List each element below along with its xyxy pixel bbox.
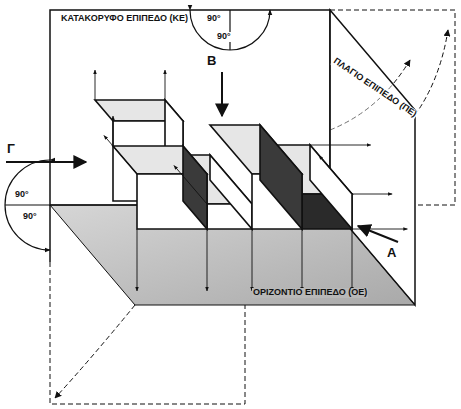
angle-label: 90°	[14, 190, 30, 200]
view-letter: Β	[206, 54, 217, 68]
projection-line	[319, 156, 352, 195]
projection-line	[95, 70, 96, 100]
projection-lines	[95, 70, 407, 291]
projection-line	[302, 229, 303, 291]
projected-object	[95, 100, 352, 229]
plane-edge	[49, 205, 51, 262]
plane-name: ΠΛΑΓΙΟ ΕΠΙΠΕΔΟ (ΠΕ)	[330, 56, 419, 120]
object-face	[260, 125, 302, 229]
projection-line	[113, 116, 114, 146]
projection-line	[352, 194, 392, 195]
unfolded-plane-outline	[50, 10, 455, 404]
angle-label: 90°	[216, 32, 232, 42]
object-face	[183, 146, 207, 229]
object-face	[310, 145, 352, 229]
projection-line	[310, 145, 371, 146]
view-letter: Γ	[6, 142, 16, 156]
plane-name: ΚΑΤΑΚΟΡΥΦΟ ΕΠΙΠΕΔΟ (ΚΕ)	[60, 14, 189, 24]
plane-name: ΟΡΙΖΟΝΤΙΟ ΕΠΙΠΕΔΟ (ΟΕ)	[252, 288, 368, 298]
projection-line	[165, 70, 166, 100]
projection-line	[104, 136, 137, 175]
projection-line	[352, 229, 353, 291]
side-plane	[330, 10, 415, 305]
view-letter: Α	[386, 246, 397, 260]
projection-line	[207, 229, 208, 291]
projection-line	[174, 166, 207, 205]
view-arrow	[6, 72, 398, 242]
angle-label: 90°	[22, 212, 38, 222]
projection-line	[137, 229, 138, 291]
projection-line	[352, 229, 407, 230]
angle-label: 90°	[206, 14, 222, 24]
projection-line	[252, 229, 253, 291]
